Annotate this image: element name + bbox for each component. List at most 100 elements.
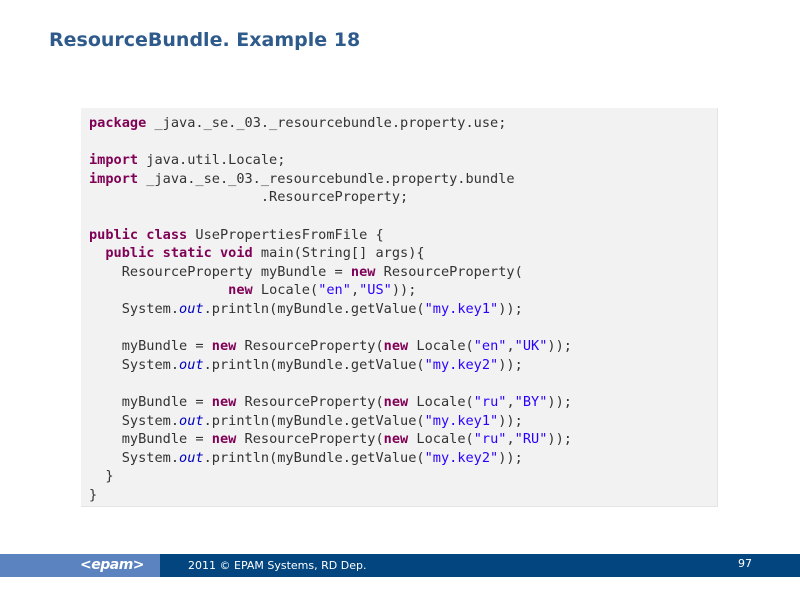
code-text [154,245,162,261]
code-static-field: out [179,412,204,429]
code-text: )); [547,393,572,410]
code-text: myBundle = [89,431,212,448]
code-text: .ResourceProperty; [89,189,409,206]
code-text [212,245,220,261]
code-text: )); [547,431,572,448]
code-text: , [350,282,360,299]
code-text: _java._se._03._resourcebundle.property.b… [138,170,515,187]
code-text: , [506,338,515,355]
code-text: ResourceProperty( [236,338,384,355]
code-text: )); [498,300,523,317]
code-keyword: public [89,226,139,243]
code-keyword: static [162,245,212,262]
code-line [89,319,572,338]
code-text: System. [89,449,180,466]
code-keyword: import [89,170,139,187]
code-string: "my.key2" [424,356,499,373]
code-text: , [506,431,515,448]
code-static-field: out [179,449,204,466]
code-line [89,374,572,393]
code-text: )); [547,338,572,355]
code-text: ResourceProperty( [375,263,523,280]
code-line: myBundle = new ResourceProperty(new Loca… [89,337,572,356]
code-keyword: void [219,245,253,262]
code-string: "ru" [473,393,507,410]
code-line: } [89,486,572,505]
code-text: System. [89,300,180,317]
code-string: "US" [359,282,392,299]
code-line: new Locale("en","US")); [89,281,572,300]
footer-logo-area: <epam> [0,554,160,577]
code-text: Locale( [408,338,474,355]
code-listing: package _java._se._03._resourcebundle.pr… [89,114,572,504]
code-text: )); [391,282,417,299]
code-static-field: out [179,300,204,317]
code-text [89,245,105,261]
code-text [89,282,228,298]
code-keyword: new [383,393,409,410]
code-line: package _java._se._03._resourcebundle.pr… [89,114,572,133]
code-text: UsePropertiesFromFile { [187,226,384,243]
code-line: myBundle = new ResourceProperty(new Loca… [89,430,572,449]
code-line: public static void main(String[] args){ [89,244,572,263]
code-text: Locale( [408,431,474,448]
footer-bar: <epam> 2011 © EPAM Systems, RD Dep. 97 [0,554,800,577]
code-text: )); [498,356,523,373]
code-keyword: new [383,431,409,448]
code-keyword: public [105,245,155,262]
code-string: "UK" [514,338,548,355]
code-text: System. [89,412,180,429]
code-block: package _java._se._03._resourcebundle.pr… [81,108,718,507]
code-line: } [89,467,572,486]
code-text: ResourceProperty( [236,431,384,448]
code-keyword: new [228,282,253,299]
code-text: .println(myBundle.getValue( [203,412,425,429]
code-line: .ResourceProperty; [89,188,572,207]
code-line: public class UsePropertiesFromFile { [89,226,572,245]
code-text: } [89,468,114,485]
code-line: System.out.println(myBundle.getValue("my… [89,356,572,375]
code-string: "my.key1" [424,412,499,429]
code-string: "RU" [514,431,548,448]
footer-main: 2011 © EPAM Systems, RD Dep. 97 [160,554,800,577]
slide-title: ResourceBundle. Example 18 [49,29,361,51]
code-text: main(String[] args){ [252,245,425,262]
code-line: System.out.println(myBundle.getValue("my… [89,449,572,468]
code-text: )); [498,449,523,466]
code-keyword: package [89,115,147,131]
code-text: myBundle = [89,393,212,410]
code-text: .println(myBundle.getValue( [203,300,425,317]
code-text: ResourceProperty myBundle = [89,263,351,280]
code-static-field: out [179,356,204,373]
epam-logo: <epam> [80,557,145,573]
code-text: ResourceProperty( [236,393,384,410]
code-text: _java._se._03._resourcebundle.property.u… [146,115,507,131]
code-text: , [506,393,515,410]
code-text: Locale( [408,393,474,410]
code-line [89,207,572,226]
code-text: Locale( [252,282,319,299]
code-string: "en" [473,338,507,355]
code-string: "ru" [473,431,507,448]
code-string: "my.key1" [424,300,499,317]
code-text: java.util.Locale; [138,152,286,169]
code-text: System. [89,356,180,373]
copyright-text: 2011 © EPAM Systems, RD Dep. [188,559,367,572]
code-keyword: new [350,263,376,280]
code-line: myBundle = new ResourceProperty(new Loca… [89,393,572,412]
code-line [89,133,572,152]
code-string: "BY" [514,393,548,410]
code-string: "my.key2" [424,449,499,466]
code-keyword: class [146,226,188,243]
code-line: System.out.println(myBundle.getValue("my… [89,300,572,319]
code-keyword: new [211,393,237,410]
code-text: .println(myBundle.getValue( [203,449,425,466]
code-text: )); [498,412,523,429]
code-keyword: new [211,431,237,448]
page-number: 97 [738,557,752,570]
code-line: System.out.println(myBundle.getValue("my… [89,412,572,431]
code-line: import _java._se._03._resourcebundle.pro… [89,170,572,189]
code-keyword: new [211,338,237,355]
code-text: myBundle = [89,338,212,355]
code-line: import java.util.Locale; [89,151,572,170]
